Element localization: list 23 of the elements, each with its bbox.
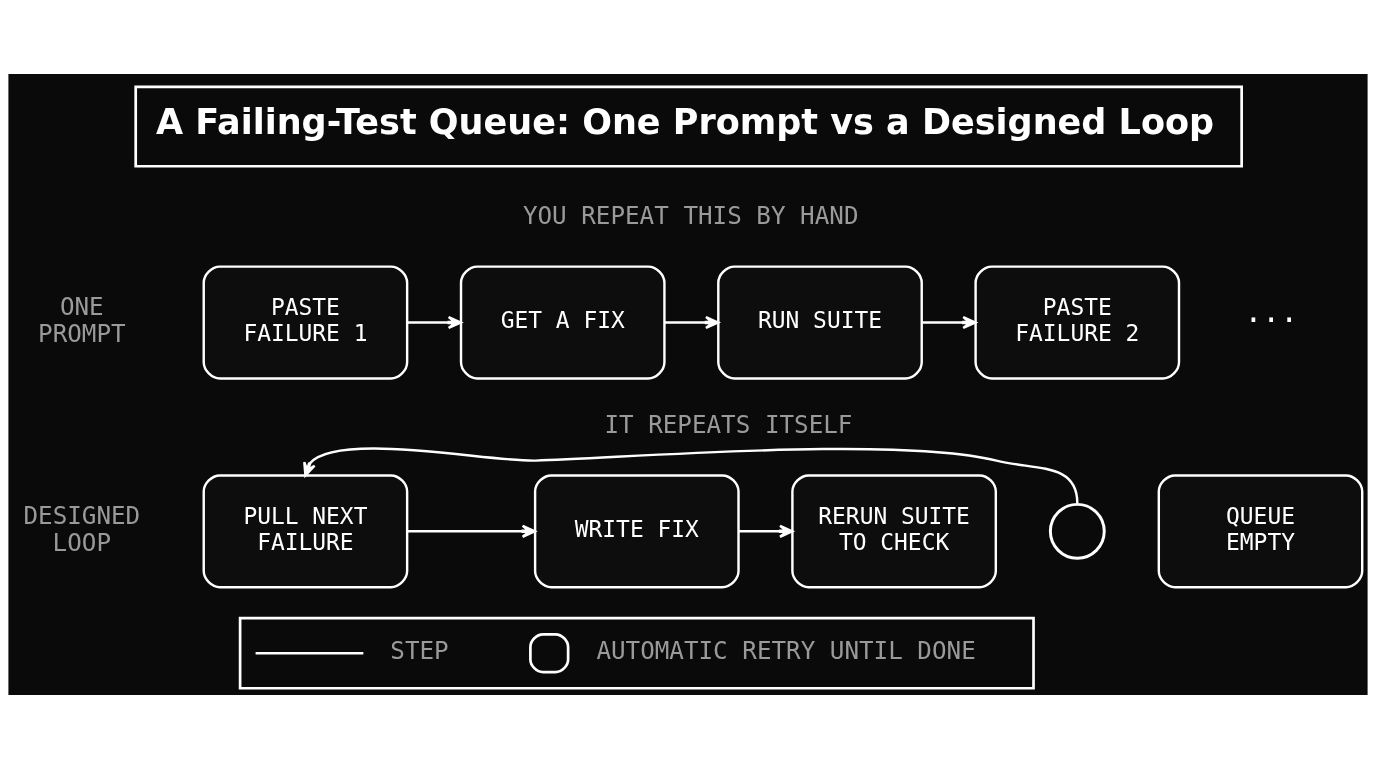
label: YOU REPEAT THIS BY HAND	[522, 200, 859, 230]
diagram-title: A Failing-Test Queue: One Prompt vs a Designed Loop	[155, 100, 1215, 142]
legend-label: AUTOMATIC RETRY UNTIL DONE	[596, 635, 976, 665]
arrow	[664, 315, 720, 329]
arrow	[303, 446, 1079, 503]
label: IT REPEATS ITSELF	[604, 409, 853, 439]
node-box: RERUN SUITE TO CHECK	[791, 473, 997, 588]
node-circle	[1048, 502, 1106, 560]
node-box: PASTE FAILURE 1	[202, 264, 409, 380]
node-box: QUEUE EMPTY	[1157, 473, 1364, 588]
label: DESIGNED LOOP	[23, 500, 141, 557]
node-box: PASTE FAILURE 2	[974, 264, 1181, 380]
arrow	[922, 315, 977, 329]
label: ONE PROMPT	[38, 291, 126, 348]
node-box: WRITE FIX	[533, 473, 740, 588]
label: ···	[1244, 301, 1299, 337]
arrow	[407, 315, 463, 329]
node-box: PULL NEXT FAILURE	[202, 473, 409, 588]
node-box: RUN SUITE	[717, 264, 923, 380]
arrow	[738, 524, 794, 538]
node-box: GET A FIX	[459, 264, 666, 380]
legend-label: STEP	[390, 635, 449, 665]
arrow	[407, 524, 536, 538]
